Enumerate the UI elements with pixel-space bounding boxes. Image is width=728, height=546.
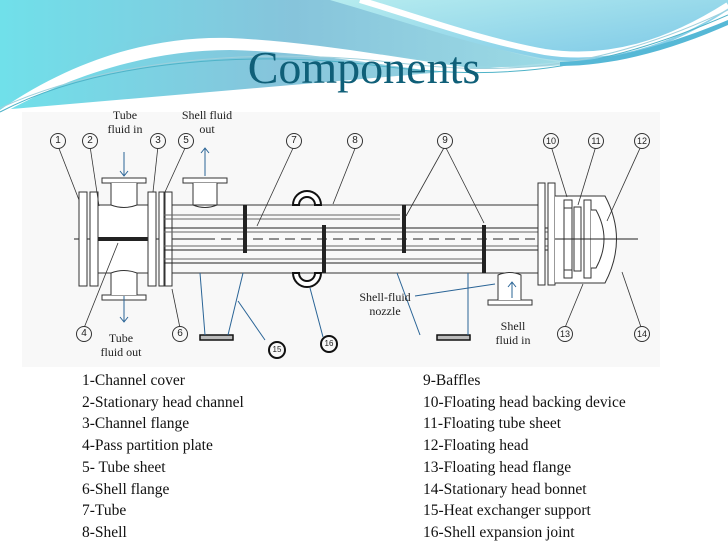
legend-right: 9-Baffles 10-Floating head backing devic… <box>423 370 626 544</box>
tube-sheet <box>158 191 165 287</box>
shell-expansion-joint <box>291 190 323 206</box>
support-saddle <box>199 334 234 341</box>
legend-item: 9-Baffles <box>423 372 481 389</box>
marker-13: 13 <box>557 326 573 342</box>
label-tube-fluid-out: Tube fluid out <box>100 331 142 359</box>
shell-flange <box>164 191 173 287</box>
legend-item: 10-Floating head backing device <box>423 393 626 411</box>
legend-item: 15-Heat exchanger support <box>423 502 591 520</box>
baffle <box>322 225 326 273</box>
label-shell-fluid-nozzle: Shell-fluid nozzle <box>359 290 411 318</box>
legend-item: 3-Channel flange <box>82 415 190 433</box>
baffle <box>482 225 486 273</box>
marker-10: 10 <box>543 133 559 149</box>
marker-2: 2 <box>82 133 98 149</box>
marker-4: 4 <box>76 326 92 342</box>
marker-9: 9 <box>437 133 453 149</box>
marker-6: 6 <box>172 326 188 342</box>
marker-12: 12 <box>634 133 650 149</box>
legend-item: 1-Channel cover <box>82 372 185 389</box>
marker-1: 1 <box>50 133 66 149</box>
legend-item: 4-Pass partition plate <box>82 437 213 455</box>
legend-item: 8-Shell <box>82 523 127 541</box>
channel-cover <box>78 191 88 287</box>
legend-item: 12-Floating head <box>423 437 529 455</box>
legend-item: 13-Floating head flange <box>423 458 572 476</box>
marker-15: 15 <box>268 341 286 359</box>
baffle <box>402 205 406 253</box>
label-shell-fluid-out: Shell fluid out <box>181 108 233 136</box>
marker-14: 14 <box>634 326 650 342</box>
marker-7: 7 <box>286 133 302 149</box>
heat-exchanger-diagram <box>57 145 643 341</box>
legend-item: 11-Floating tube sheet <box>423 415 562 433</box>
slide-title: Components <box>247 42 481 93</box>
marker-11: 11 <box>588 133 604 149</box>
legend-item: 6-Shell flange <box>82 480 170 498</box>
marker-3: 3 <box>150 133 166 149</box>
marker-5: 5 <box>178 133 194 149</box>
legend-item: 7-Tube <box>82 502 127 520</box>
label-tube-fluid-in: Tube fluid in <box>107 108 143 136</box>
support-saddle <box>436 334 471 341</box>
legend-item: 16-Shell expansion joint <box>423 523 575 541</box>
label-shell-fluid-in: Shell fluid in <box>495 319 531 347</box>
marker-8: 8 <box>347 133 363 149</box>
legend-item: 2-Stationary head channel <box>82 393 244 411</box>
pass-partition-plate <box>98 237 148 241</box>
baffle <box>243 205 247 253</box>
channel-flange <box>147 191 157 287</box>
legend-item: 5- Tube sheet <box>82 458 166 476</box>
marker-16: 16 <box>320 335 338 353</box>
legend-left: 1-Channel cover 2-Stationary head channe… <box>82 370 244 544</box>
legend-item: 14-Stationary head bonnet <box>423 480 587 498</box>
